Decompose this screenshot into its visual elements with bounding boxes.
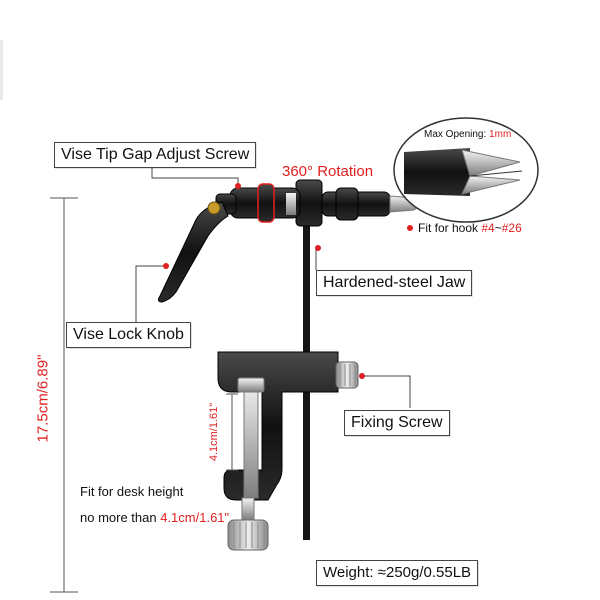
fixing-screw-label: Fixing Screw <box>344 410 450 436</box>
lock-knob-label: Vise Lock Knob <box>66 322 191 348</box>
callout-dots <box>163 183 413 379</box>
weight-label: Weight: ≈250g/0.55LB <box>316 560 479 586</box>
total-height-dimension <box>50 197 78 593</box>
hook-prefix: Fit for hook <box>418 221 482 235</box>
total-height-label: 17.5cm/6.89" <box>34 354 52 443</box>
rotation-label: 360° Rotation <box>282 163 374 180</box>
hook-to: #26 <box>501 221 522 235</box>
clamp-height-dimension <box>226 393 238 471</box>
max-opening-label: Max Opening: 1mm <box>424 129 511 140</box>
clamp-height-label: 4.1cm/1.61" <box>208 402 220 462</box>
desk-height-line2: no more than 4.1cm/1.61" <box>80 510 229 525</box>
jaw-zoom-circle <box>393 117 539 223</box>
c-clamp <box>217 351 359 551</box>
desk-height-line1: Fit for desk height <box>80 484 184 499</box>
jaw-label: Hardened-steel Jaw <box>316 270 473 296</box>
max-opening-prefix: Max Opening: <box>424 129 490 140</box>
hook-fit-label: Fit for hook #4~#26 <box>418 221 522 235</box>
hook-sep: ~ <box>494 221 502 235</box>
vise-head <box>157 179 420 303</box>
edge-strip <box>0 40 3 100</box>
max-opening-value: 1mm <box>489 129 512 140</box>
tip-gap-screw-label: Vise Tip Gap Adjust Screw <box>54 142 257 168</box>
hook-from: #4 <box>481 221 495 235</box>
desk-height-value: 4.1cm/1.61" <box>160 510 230 525</box>
desk-height-prefix: no more than <box>80 510 161 525</box>
